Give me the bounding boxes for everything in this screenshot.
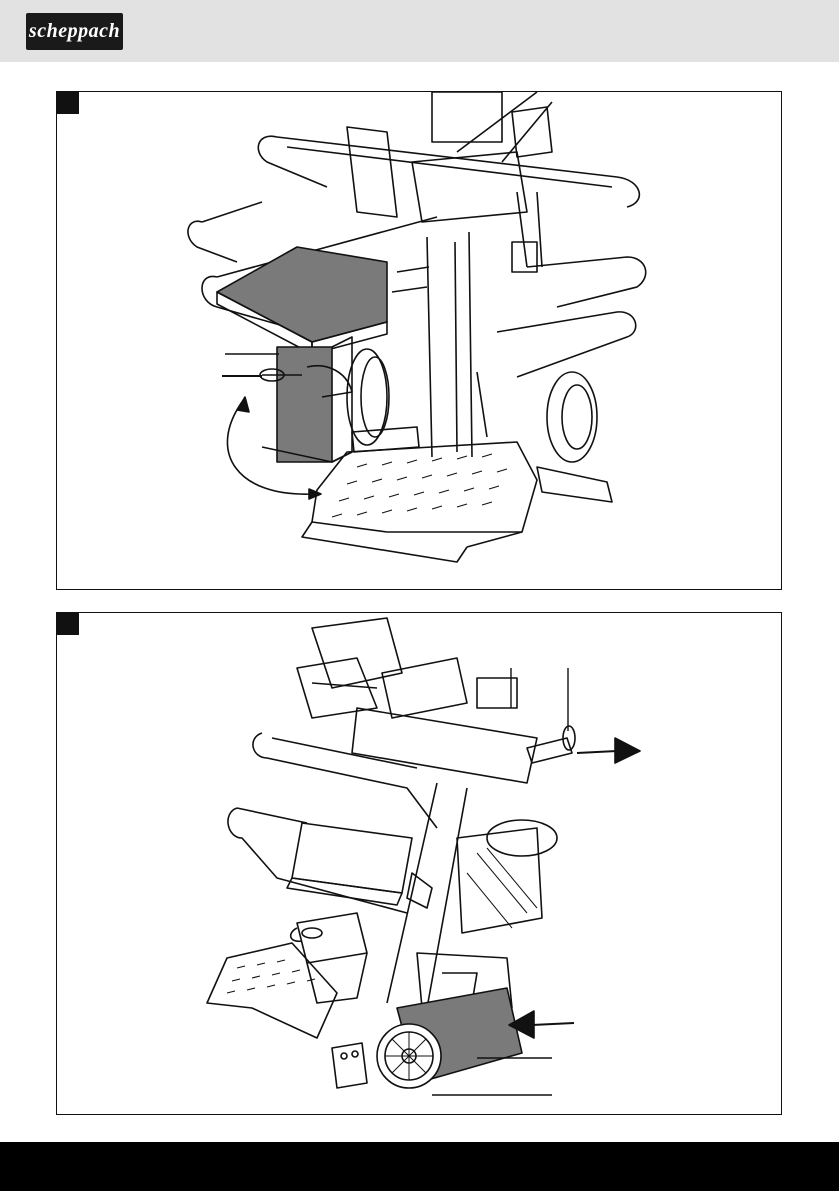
log-splitter-drawing-top [57, 92, 781, 589]
page-header: scheppach [0, 0, 839, 62]
page-footer [0, 1142, 839, 1191]
figure-bottom [56, 612, 782, 1115]
log-splitter-drawing-bottom [57, 613, 781, 1114]
scheppach-logo: scheppach [26, 13, 123, 50]
figure-top [56, 91, 782, 590]
